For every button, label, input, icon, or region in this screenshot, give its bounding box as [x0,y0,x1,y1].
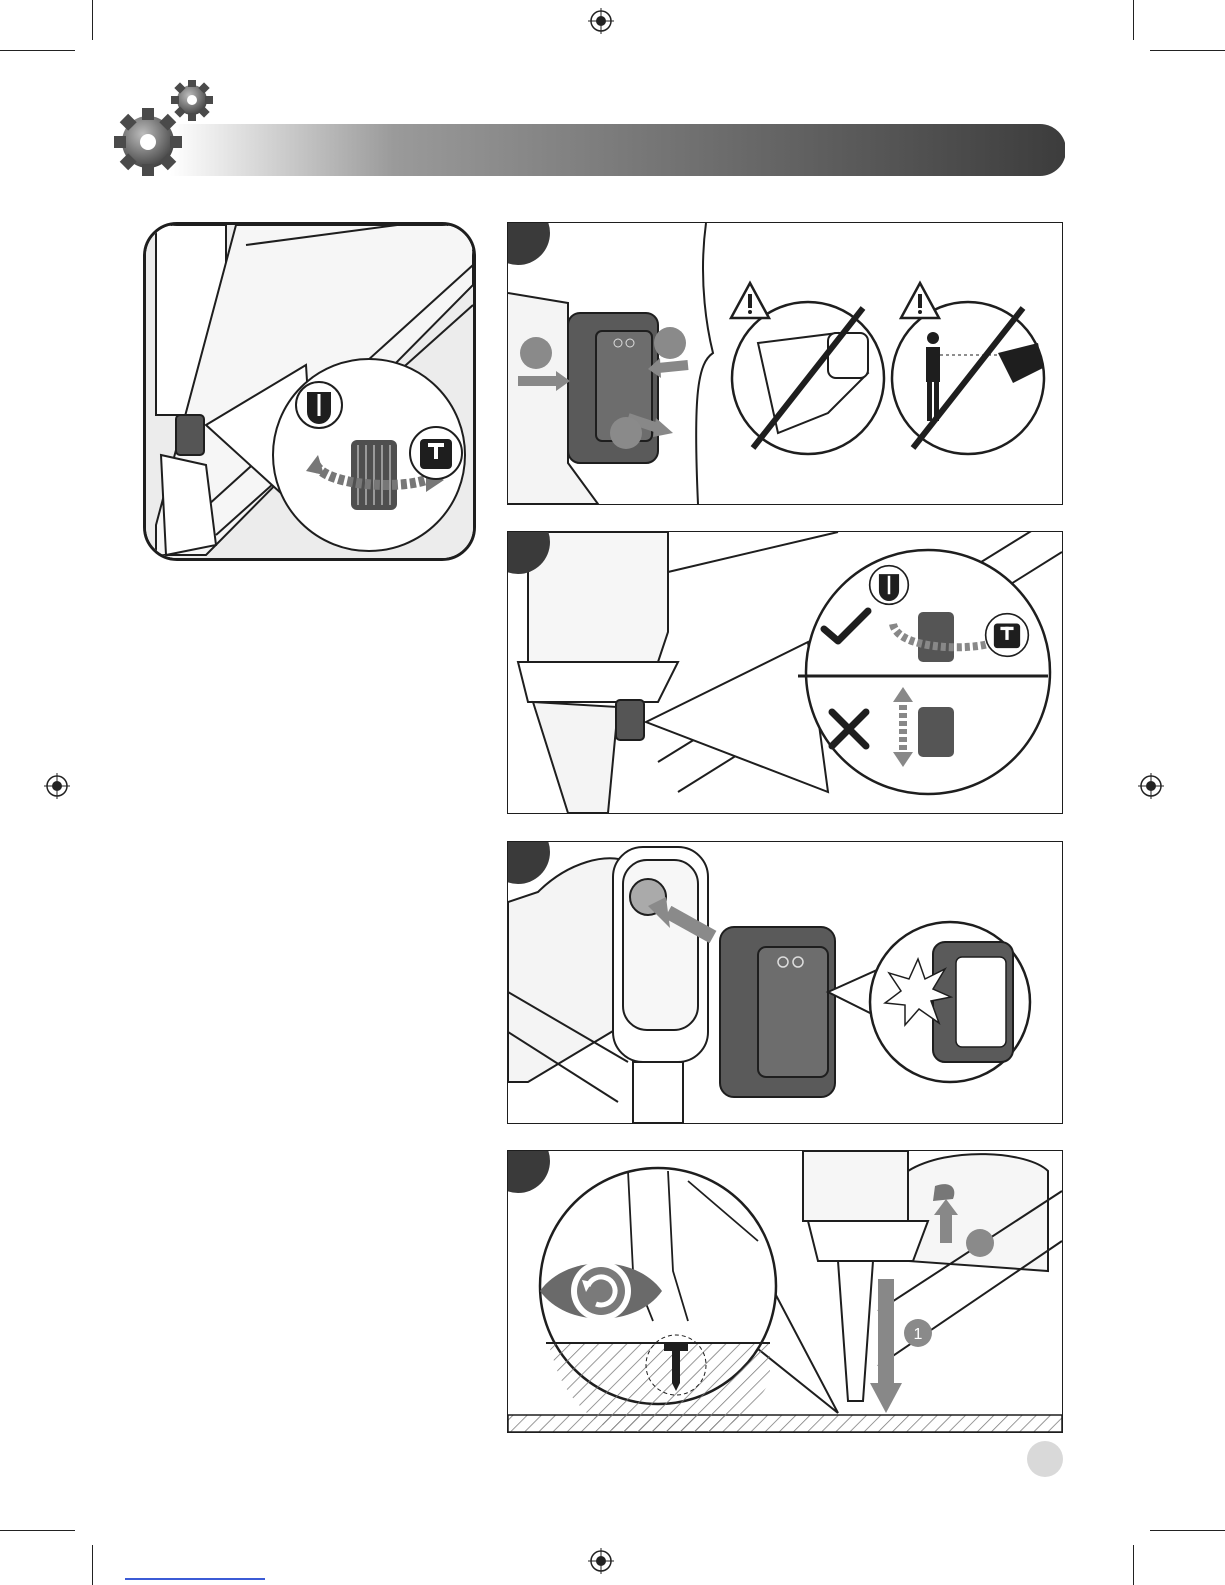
trim-mark [92,0,93,40]
trim-mark [92,1545,93,1585]
step-3-panel [507,841,1063,1124]
contact-mode-icon [984,612,1030,658]
page-number-marker [1027,1441,1063,1477]
sequential-mode-icon [294,380,344,430]
check-icon [820,607,872,647]
trim-mark [0,50,75,51]
warning-icon [728,280,772,322]
mode-selector-detail-panel [143,222,476,561]
trim-mark [1133,0,1134,40]
step-2-panel [507,531,1063,814]
registration-crosshair-icon [1138,773,1164,799]
step-4-panel: 1 [507,1150,1063,1433]
mode-selector-illustration [508,532,1062,813]
trim-mark [0,1530,75,1531]
insert-battery-illustration [508,842,1062,1123]
header-band [110,80,1065,185]
registration-crosshair-icon [44,773,70,799]
callout-number: 1 [914,1326,923,1343]
eye-inspection-icon [536,1246,666,1336]
remove-battery-illustration [508,223,1062,504]
click-burst-icon [883,957,953,1027]
sequential-mode-icon [868,564,910,606]
step-1-panel [507,222,1063,505]
trim-mark [1150,1530,1225,1531]
warning-icon [898,280,942,322]
trim-mark [1150,50,1225,51]
cross-icon [826,706,872,752]
trim-mark [1133,1545,1134,1585]
print-link-underline [125,1578,265,1580]
registration-crosshair-icon [588,8,614,34]
registration-crosshair-icon [588,1548,614,1574]
contact-mode-icon [408,425,464,481]
